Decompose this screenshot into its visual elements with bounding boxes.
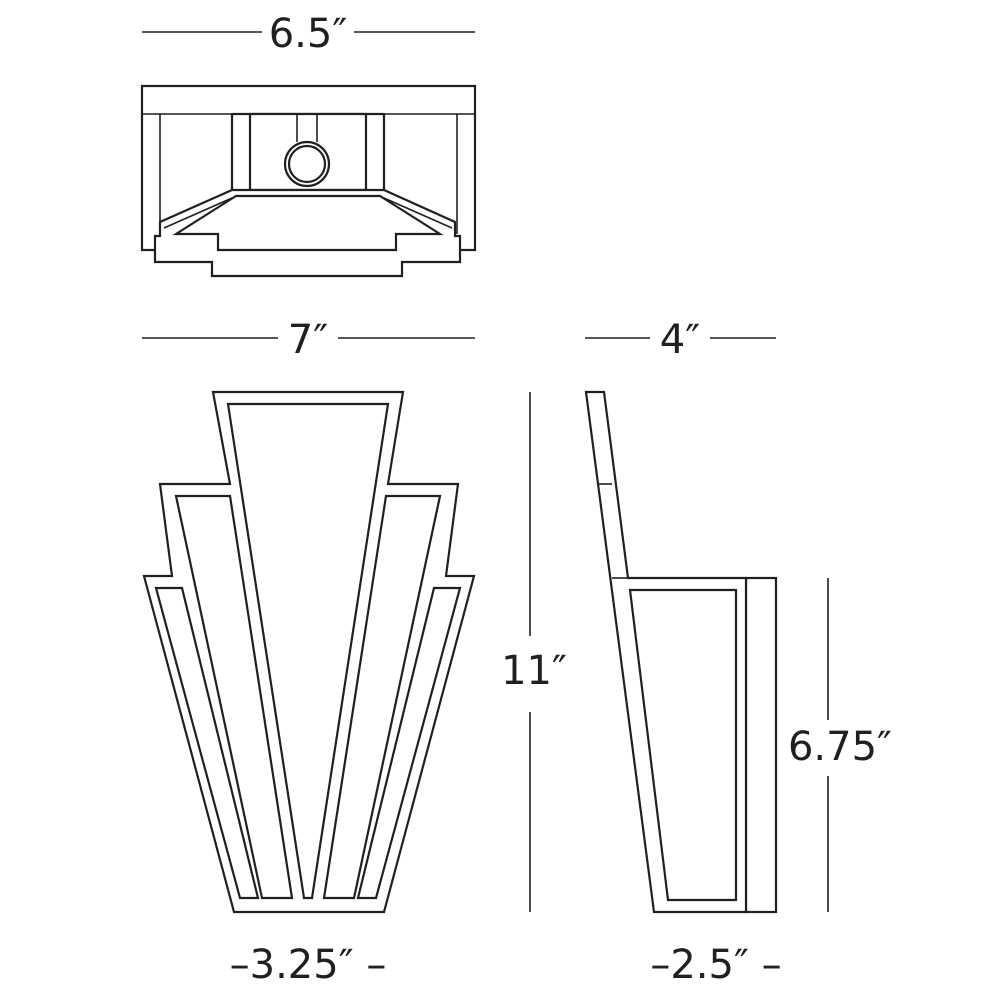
front-view-left-panel [174, 494, 294, 900]
side-view-shade-inner [628, 588, 738, 902]
base-depth-label: –2.5″ – [650, 942, 781, 988]
backplate-height-label: 6.75″ [788, 724, 892, 770]
front-view-right-outer-panel [356, 586, 462, 900]
front-width-label: 7″ [288, 317, 328, 363]
side-view: 4″ 11″ 6.75″ –2.5″ – [501, 317, 892, 988]
top-view-shade-inner [172, 194, 444, 252]
front-view: 7″ –3.25″ – [142, 317, 476, 988]
front-view-left-outer-panel [154, 586, 260, 900]
top-view-shade-right-rib [383, 197, 453, 229]
front-view-center-panel [226, 402, 390, 900]
side-view-backplate [744, 576, 778, 914]
top-view-shade-left-rib [163, 197, 233, 229]
front-view-right-panel [322, 494, 442, 900]
base-width-label: –3.25″ – [230, 942, 387, 988]
mounting-hole-inner-icon [287, 144, 327, 184]
side-depth-label: 4″ [660, 317, 700, 363]
top-width-label: 6.5″ [269, 11, 348, 57]
top-view: 6.5″ [140, 11, 477, 278]
overall-height-label: 11″ [501, 648, 567, 694]
